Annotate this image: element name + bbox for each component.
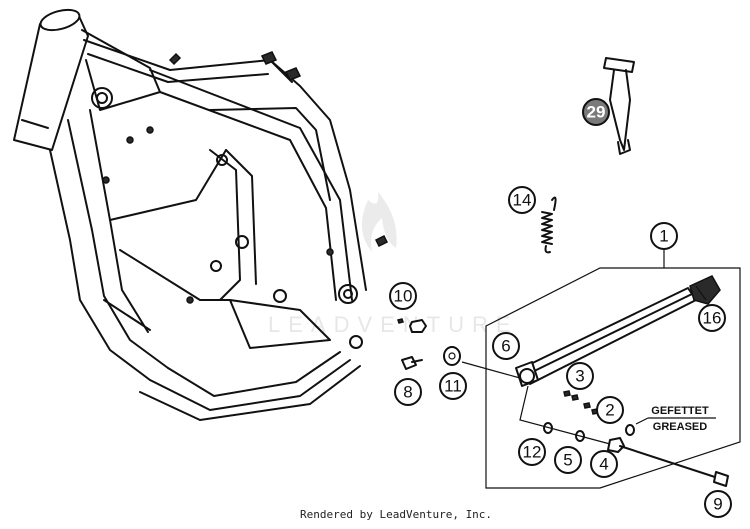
svg-text:9: 9 <box>713 495 722 514</box>
hardware <box>397 318 729 487</box>
note-greased: GREASED <box>653 421 707 433</box>
svg-text:6: 6 <box>501 337 510 356</box>
svg-text:12: 12 <box>523 443 542 462</box>
callout-1[interactable]: 1 <box>650 222 678 250</box>
svg-text:16: 16 <box>703 309 722 328</box>
callout-6[interactable]: 6 <box>492 332 520 360</box>
callout-9[interactable]: 9 <box>704 490 732 518</box>
svg-text:8: 8 <box>403 383 412 402</box>
callout-3[interactable]: 3 <box>566 362 594 390</box>
callout-11[interactable]: 11 <box>439 372 467 400</box>
watermark: LEADVENTURE <box>268 192 519 337</box>
svg-text:29: 29 <box>587 103 606 122</box>
side-stand <box>515 287 697 387</box>
svg-text:11: 11 <box>444 377 462 396</box>
callout-16[interactable]: 16 <box>698 304 726 332</box>
svg-text:3: 3 <box>575 367 584 386</box>
callout-5[interactable]: 5 <box>554 446 582 474</box>
frame <box>13 8 389 421</box>
credit-text: Rendered by LeadVenture, Inc. <box>300 508 493 521</box>
callout-29[interactable]: 29 <box>582 98 610 126</box>
part-1-bracket <box>485 248 741 489</box>
callout-8[interactable]: 8 <box>394 378 422 406</box>
callout-14[interactable]: 14 <box>508 186 536 214</box>
part-29-clip <box>603 57 635 155</box>
part-14-spring <box>541 196 557 254</box>
callout-2[interactable]: 2 <box>596 396 624 424</box>
svg-text:1: 1 <box>659 227 668 246</box>
part-16-foot <box>689 275 721 305</box>
svg-text:10: 10 <box>394 287 413 306</box>
callout-10[interactable]: 10 <box>389 282 417 310</box>
svg-text:2: 2 <box>605 401 614 420</box>
svg-text:14: 14 <box>513 191 532 210</box>
callout-4[interactable]: 4 <box>590 450 618 478</box>
grease-note: GEFETTET GREASED <box>635 405 716 433</box>
watermark-text: LEADVENTURE <box>268 312 519 337</box>
callout-12[interactable]: 12 <box>518 438 546 466</box>
svg-text:4: 4 <box>599 455 608 474</box>
svg-text:5: 5 <box>563 451 572 470</box>
note-gefettet: GEFETTET <box>651 405 709 417</box>
